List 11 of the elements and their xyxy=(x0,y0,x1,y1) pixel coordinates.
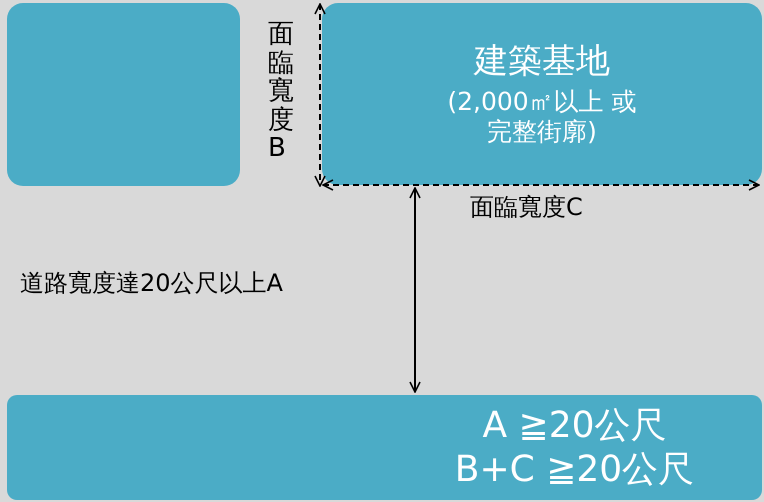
building-site-title: 建築基地 xyxy=(474,40,610,82)
empty-block xyxy=(7,3,240,186)
road-band xyxy=(7,395,762,500)
site-block xyxy=(322,3,762,185)
frontage-condition: B+C ≧20公尺 xyxy=(454,448,694,491)
road-width-condition: A ≧20公尺 xyxy=(482,404,667,448)
site-condition-text: (2,000㎡以上 或完整街廓) xyxy=(446,87,638,148)
frontage-c-label: 面臨寬度C xyxy=(470,194,583,222)
double-arrow xyxy=(409,187,421,393)
frontage-b-label: 面臨寬度B xyxy=(268,20,294,163)
road-width-label: 道路寬度達20公尺以上A xyxy=(20,270,283,298)
